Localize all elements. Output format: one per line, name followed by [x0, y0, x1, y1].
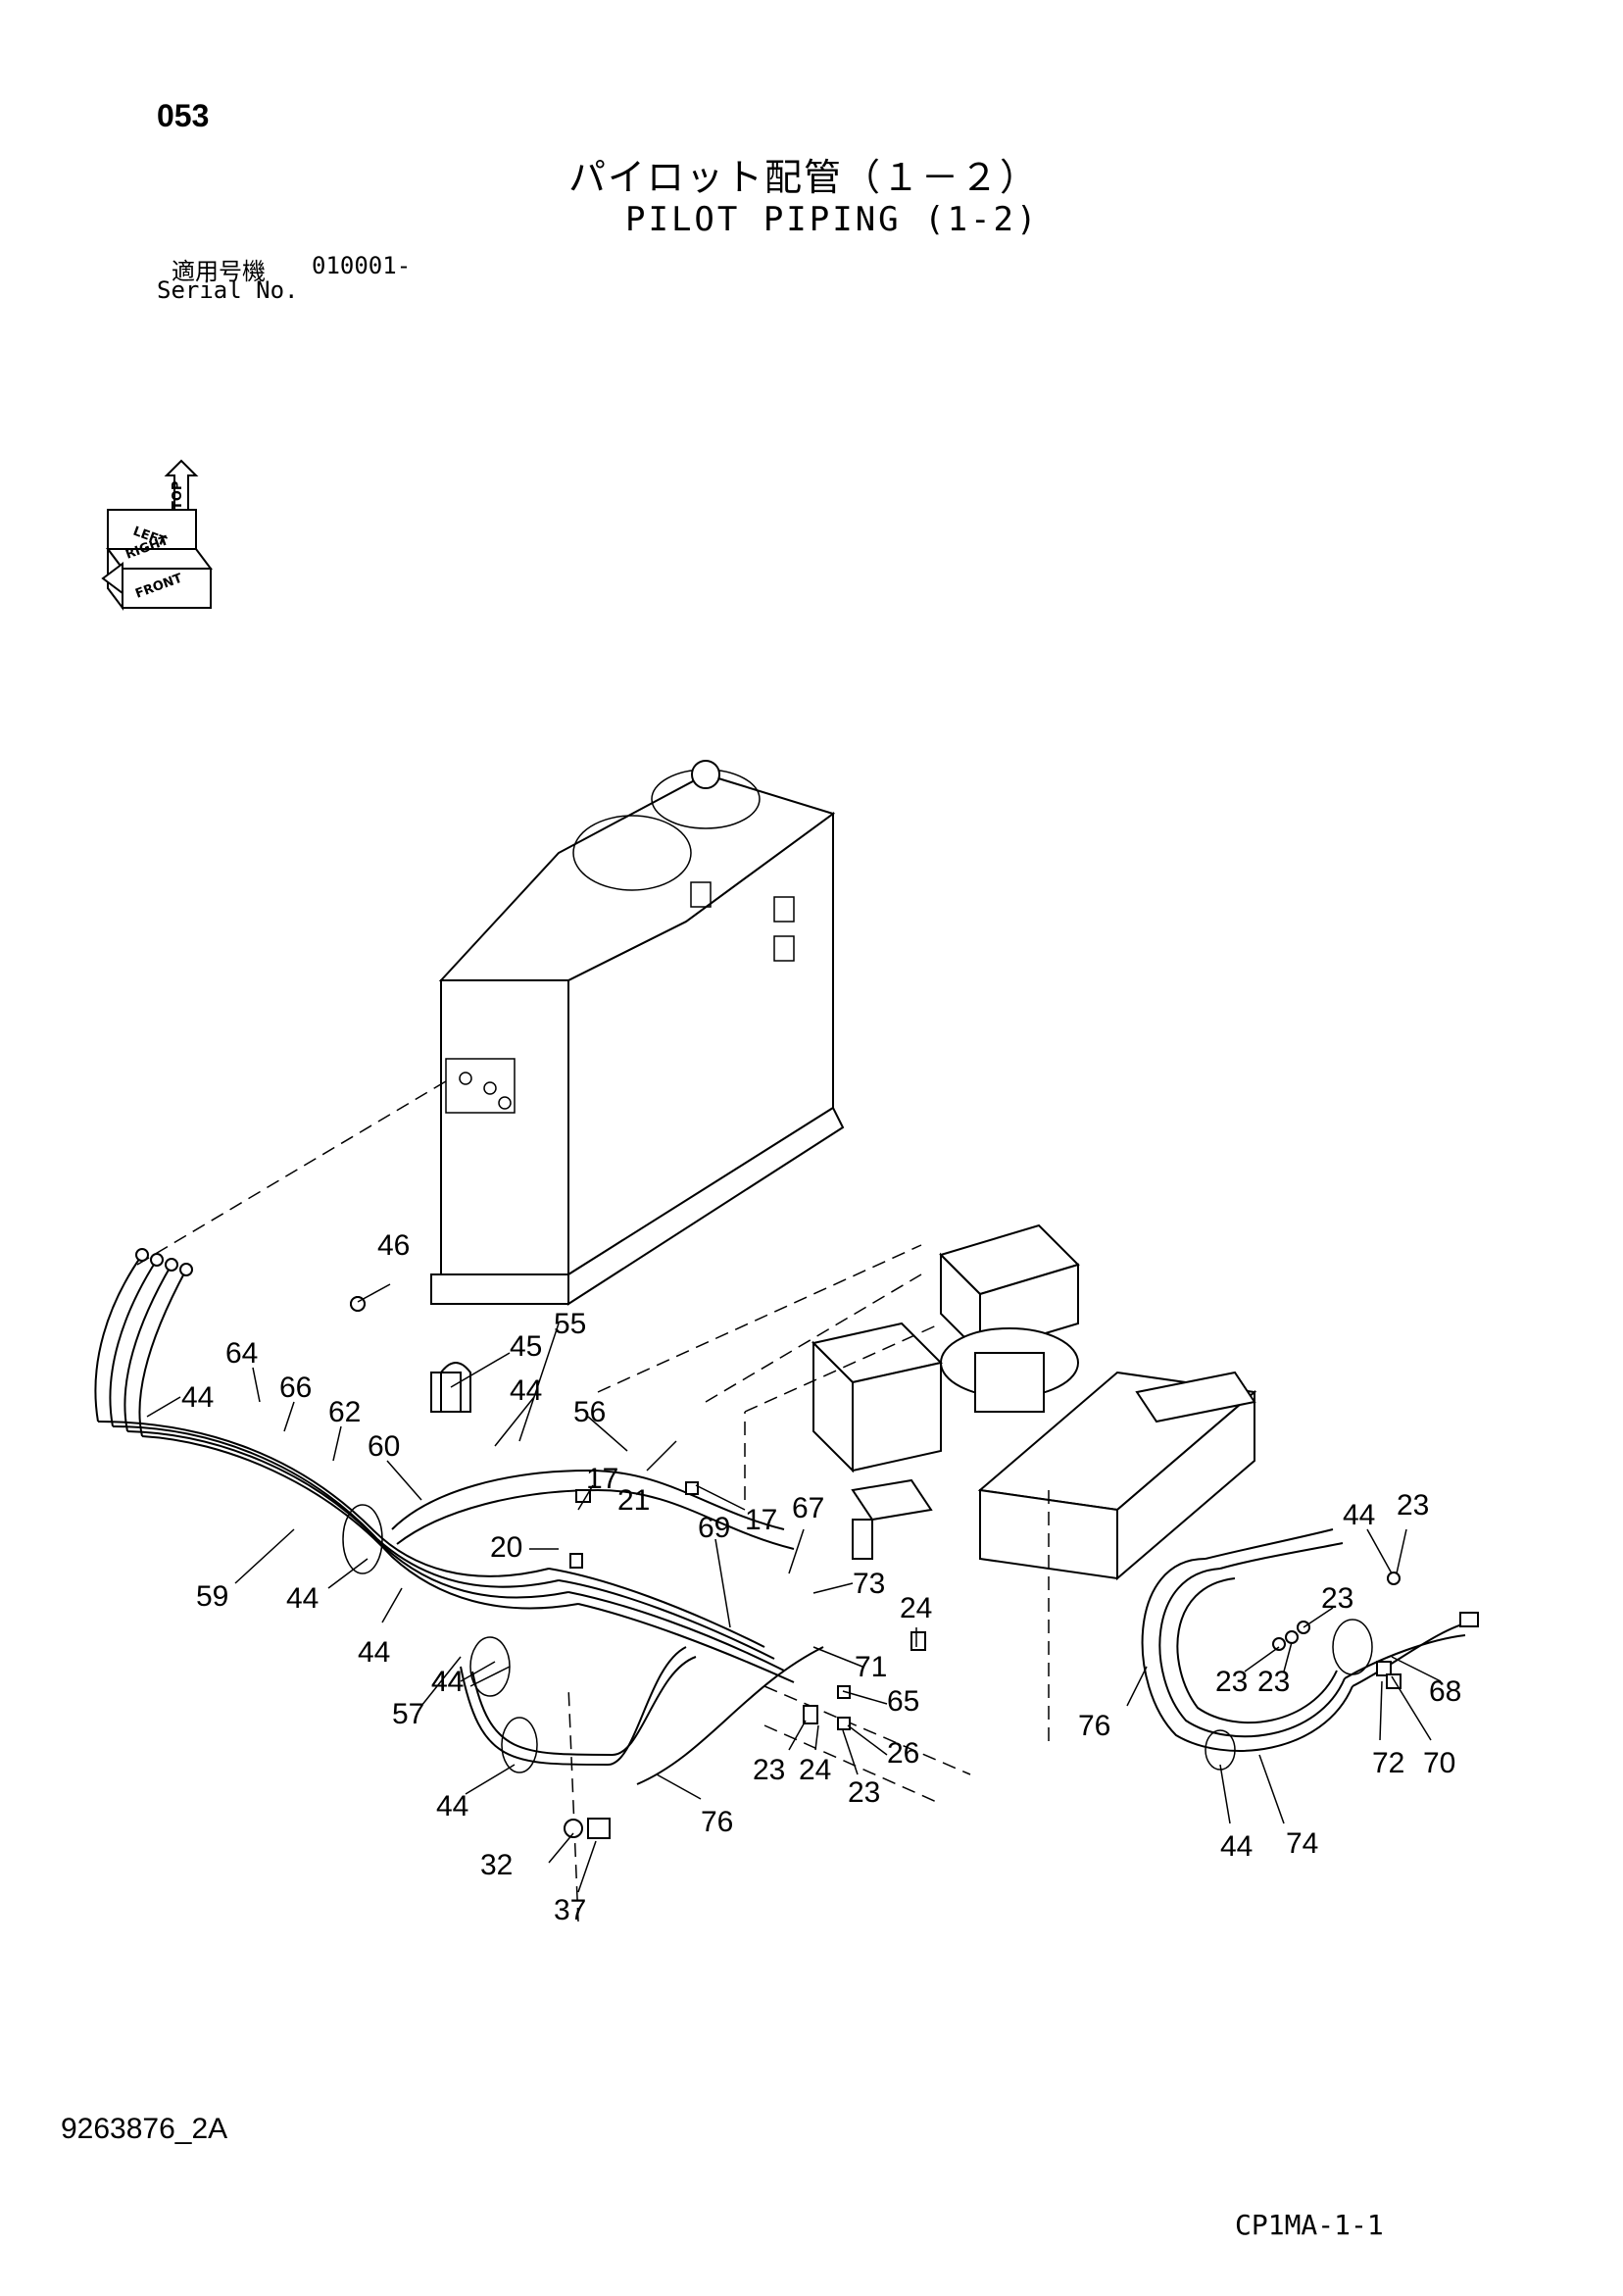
callout-number: 68 — [1429, 1675, 1461, 1708]
callout-number: 44 — [431, 1666, 464, 1698]
callout-number: 72 — [1372, 1747, 1404, 1779]
callout-number: 62 — [328, 1396, 361, 1428]
callout-number: 44 — [286, 1582, 319, 1615]
callout-number: 64 — [225, 1337, 258, 1370]
callout-number: 65 — [887, 1685, 919, 1718]
callout-number: 57 — [392, 1698, 424, 1730]
callout-number: 37 — [554, 1894, 586, 1926]
callout-number: 44 — [358, 1636, 390, 1669]
callout-number: 76 — [701, 1806, 733, 1838]
orientation-label: TOP — [171, 481, 185, 510]
callout-number: 59 — [196, 1580, 228, 1613]
callout-number: 74 — [1286, 1827, 1318, 1860]
callout-number: 60 — [368, 1430, 400, 1463]
callout-number: 45 — [510, 1330, 542, 1363]
hydraulic-tank-drawing — [430, 760, 845, 1306]
callout-number: 21 — [617, 1484, 650, 1517]
callout-number: 66 — [279, 1372, 312, 1404]
orientation-arrows-icon: TOP LEFT RIGHT FRONT — [101, 459, 213, 611]
serial-label-japanese: 適用号機 — [172, 258, 266, 285]
callout-number: 44 — [1343, 1499, 1375, 1531]
callout-number: 24 — [900, 1592, 932, 1624]
callout-number: 26 — [887, 1737, 919, 1770]
drawing-code: CP1MA-1-1 — [1235, 2209, 1384, 2241]
callout-number: 56 — [573, 1396, 606, 1428]
callout-number: 23 — [1321, 1582, 1353, 1615]
callout-number: 23 — [1215, 1666, 1248, 1698]
callout-number: 23 — [1397, 1489, 1429, 1522]
callout-number: 17 — [586, 1463, 618, 1495]
serial-number-value: 010001- — [312, 252, 412, 279]
document-number: 9263876_2A — [61, 2113, 228, 2145]
callout-number: 44 — [510, 1374, 542, 1407]
control-valve-drawing — [812, 1223, 1257, 1581]
callout-number: 69 — [698, 1512, 730, 1544]
reference-lines — [136, 1077, 1050, 1922]
callout-number: 71 — [855, 1651, 887, 1683]
callout-number: 44 — [431, 1666, 464, 1698]
title-english: PILOT PIPING (1-2) — [625, 200, 1040, 239]
page-number: 053 — [157, 98, 210, 133]
callout-layer: 46 45 55 44 56 64 66 62 60 17 21 17 67 — [146, 1229, 1461, 1926]
callout-number: 76 — [1078, 1710, 1110, 1742]
callout-number: 73 — [853, 1568, 885, 1600]
right-hose-bundle — [1141, 1528, 1479, 1771]
callout-number: 23 — [848, 1776, 880, 1809]
callout-number: 67 — [792, 1492, 824, 1524]
callout-number: 70 — [1423, 1747, 1455, 1779]
callout-number: 44 — [181, 1381, 214, 1414]
callout-number: 32 — [480, 1849, 513, 1881]
callout-number: 24 — [799, 1754, 831, 1786]
callout-number: 44 — [1220, 1830, 1253, 1863]
callout-number: 46 — [377, 1229, 410, 1262]
left-hose-bundle — [94, 1248, 824, 1839]
callout-number: 23 — [753, 1754, 785, 1786]
title-japanese: パイロット配管（１－２） — [568, 156, 1040, 199]
callout-number: 20 — [490, 1531, 522, 1564]
callout-number: 44 — [436, 1790, 468, 1822]
callout-number: 23 — [1257, 1666, 1290, 1698]
callout-number: 55 — [554, 1308, 586, 1340]
callout-number: 17 — [745, 1504, 777, 1536]
serial-label-english: Serial No. — [157, 276, 299, 304]
